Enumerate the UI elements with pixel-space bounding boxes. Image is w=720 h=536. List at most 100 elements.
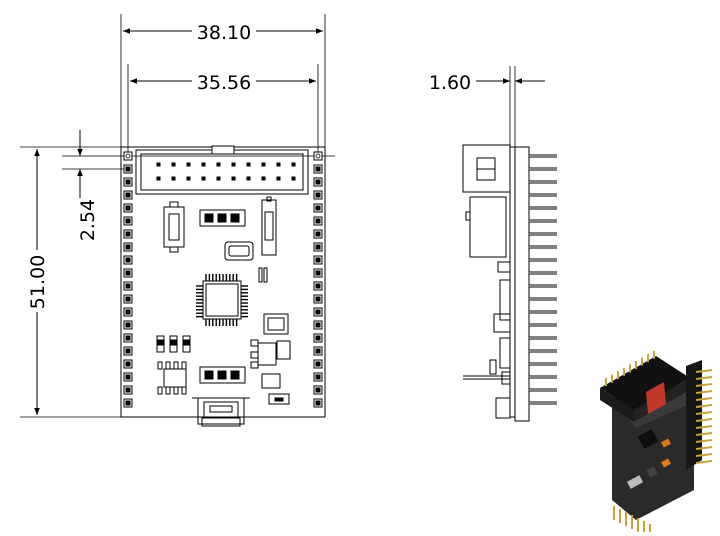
gold-pin-3d [695, 446, 713, 450]
edge-pin-hole [315, 283, 321, 289]
edge-pin-hole [125, 309, 131, 315]
dim-board-width: 38.10 [197, 22, 251, 44]
dim-pin-pitch: 2.54 [77, 199, 99, 241]
header-pin [201, 176, 206, 181]
edge-pin-hole [315, 166, 321, 172]
edge-pin-hole [125, 153, 131, 159]
edge-pin-hole [125, 218, 131, 224]
edge-pin-hole [125, 283, 131, 289]
pcb-edge [509, 146, 516, 418]
edge-pin-hole [125, 270, 131, 276]
header-pin [156, 176, 161, 181]
gold-pin-3d [695, 376, 713, 380]
crystal [224, 241, 254, 261]
header-pin [216, 176, 221, 181]
edge-pin-hole [315, 361, 321, 367]
edge-pin-hole [125, 361, 131, 367]
edge-pin-hole [125, 387, 131, 393]
gold-pin-3d [695, 432, 713, 436]
edge-pin-hole [315, 270, 321, 276]
edge-pin-hole [315, 335, 321, 341]
dim-pin-row-spacing: 35.56 [197, 72, 251, 94]
edge-pin-hole [125, 192, 131, 198]
header-pin [291, 162, 296, 167]
edge-pin-hole [125, 244, 131, 250]
edge-pin-hole [315, 387, 321, 393]
edge-pin-hole [315, 309, 321, 315]
side-view [462, 66, 557, 422]
edge-pin-hole [125, 374, 131, 380]
mcu-chip [202, 280, 242, 320]
header-pin [276, 176, 281, 181]
header-pin [261, 176, 266, 181]
edge-pin-hole [315, 257, 321, 263]
edge-pin-hole [125, 205, 131, 211]
edge-pin-hole [125, 296, 131, 302]
header-pin [186, 176, 191, 181]
gold-pin-3d [695, 369, 713, 373]
soic8-chip [157, 361, 187, 395]
edge-pin-hole [125, 335, 131, 341]
dim-board-height: 51.00 [27, 255, 49, 309]
edge-pin-hole [315, 348, 321, 354]
edge-pin-hole [125, 166, 131, 172]
side-box-header [462, 144, 511, 193]
side-switch [469, 196, 507, 258]
edge-pin-hole [315, 374, 321, 380]
edge-pin-hole [315, 153, 321, 159]
dim-board-thickness: 1.60 [429, 72, 471, 94]
gold-pin-3d [695, 390, 713, 394]
edge-pin-hole [315, 179, 321, 185]
edge-pin-hole [125, 179, 131, 185]
header-pin [171, 176, 176, 181]
usb-connector [192, 397, 250, 427]
jumper-top [199, 209, 246, 227]
gold-pin-3d [695, 383, 713, 387]
edge-pin-hole [125, 322, 131, 328]
header-pin [261, 162, 266, 167]
header-pin [186, 162, 191, 167]
jumper-bottom [199, 366, 246, 384]
edge-pin-hole [125, 231, 131, 237]
header-pin [231, 162, 236, 167]
header-pin [156, 162, 161, 167]
edge-pin-hole [125, 348, 131, 354]
regulator-cap [263, 313, 289, 335]
gold-pin-3d [695, 460, 713, 464]
header-key [211, 145, 235, 155]
gold-pin-3d [695, 425, 713, 429]
passives-left [156, 335, 191, 353]
header-pin [246, 162, 251, 167]
board-3d-render [600, 350, 713, 536]
edge-pin-hole [315, 231, 321, 237]
edge-pin-pad [123, 151, 133, 161]
edge-pin-hole [125, 400, 131, 406]
gold-pin-3d [695, 411, 713, 415]
header-pin [246, 176, 251, 181]
edge-pin-hole [315, 218, 321, 224]
header-pin [231, 176, 236, 181]
header-pin [216, 162, 221, 167]
edge-pin-hole [315, 205, 321, 211]
gold-pin-3d [695, 418, 713, 422]
gold-pin-3d [695, 453, 713, 457]
header-pin [276, 162, 281, 167]
slide-switch [261, 199, 277, 256]
edge-pin-hole [315, 322, 321, 328]
side-header-block [514, 146, 530, 422]
header-pin [201, 162, 206, 167]
edge-pin-pad [313, 151, 323, 161]
edge-pin-hole [125, 257, 131, 263]
header-pin [171, 162, 176, 167]
header-pin [291, 176, 296, 181]
edge-pin-hole [315, 244, 321, 250]
edge-pin-hole [315, 400, 321, 406]
gold-pin-3d [695, 439, 713, 443]
gold-pin-3d [695, 397, 713, 401]
gold-pin-3d [695, 404, 713, 408]
front-view [20, 14, 335, 427]
edge-pin-hole [315, 296, 321, 302]
edge-pin-hole [315, 192, 321, 198]
